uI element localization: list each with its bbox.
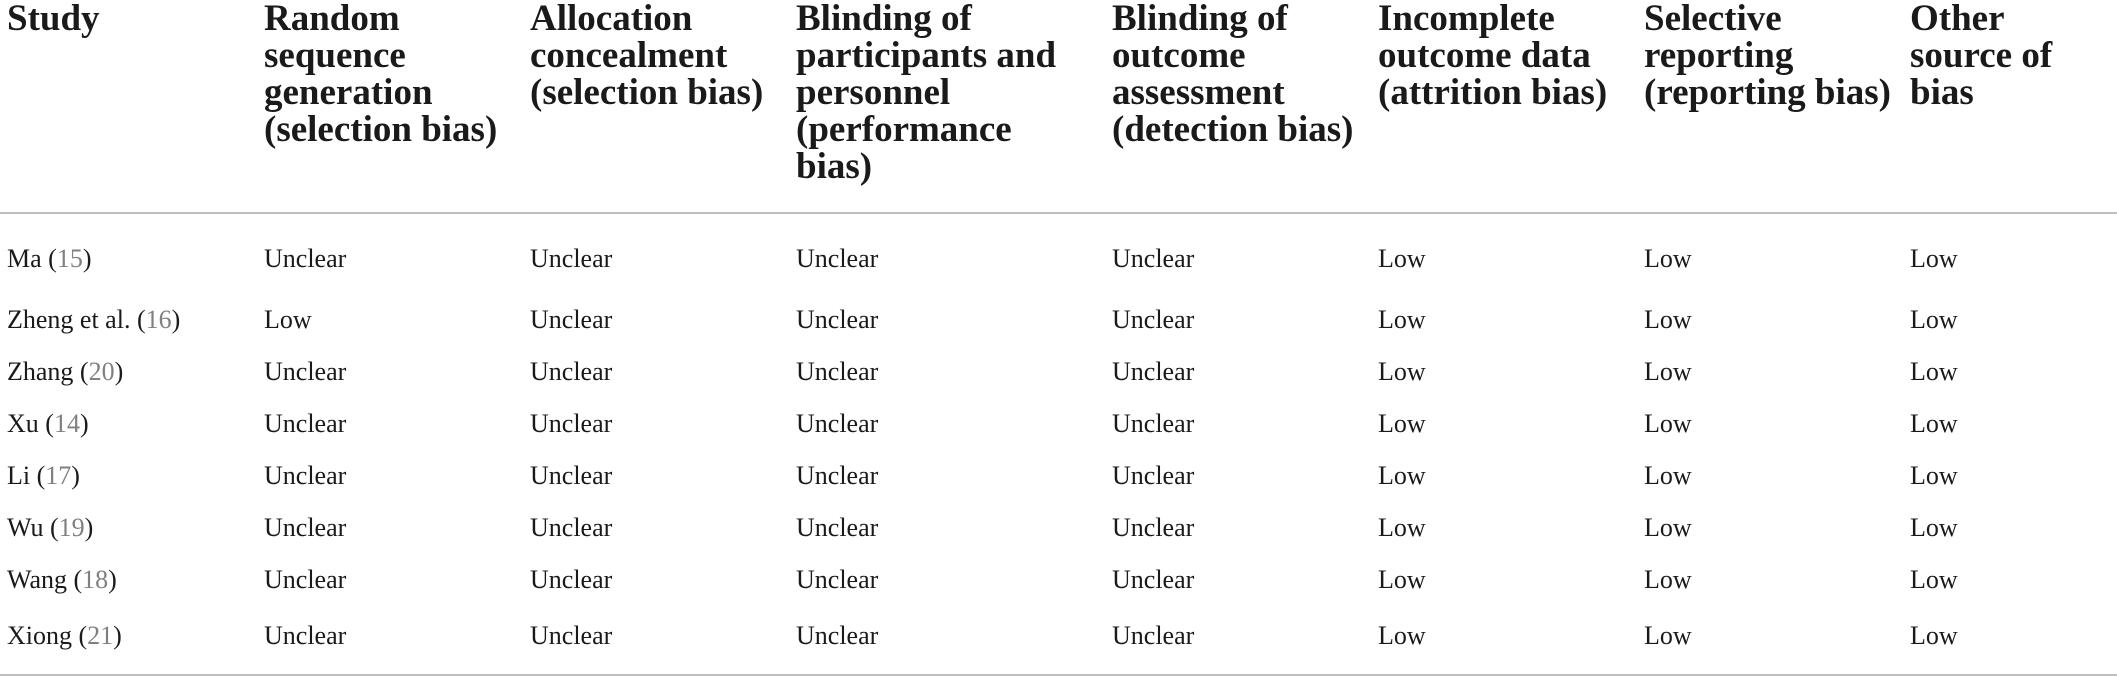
citation-link[interactable]: 21: [87, 621, 114, 650]
risk-rating-cell: Unclear: [264, 461, 347, 490]
risk-rating-cell: Low: [1644, 565, 1692, 594]
risk-rating-cell: Unclear: [1112, 305, 1195, 334]
risk-rating-cell: Unclear: [530, 305, 613, 334]
citation-link[interactable]: 19: [58, 513, 85, 542]
risk-rating-cell: Unclear: [789, 606, 1105, 676]
column-header: Blinding of outcome assessment (detectio…: [1105, 0, 1371, 214]
risk-rating-cell: Unclear: [796, 357, 879, 386]
table-row: Zhang (20) Unclear Unclear Unclear Unclear Lo…: [0, 346, 2117, 398]
risk-rating-cell: Low: [1378, 244, 1426, 273]
risk-rating-cell: Low: [1910, 513, 1958, 542]
risk-rating-cell: Unclear: [530, 244, 613, 273]
risk-rating-cell: Low: [1910, 409, 1958, 438]
column-header: Allocation concealment (selection bias): [523, 0, 789, 214]
risk-rating-cell: Unclear: [523, 606, 789, 676]
study-name: Xiong: [7, 621, 72, 650]
study-name: Ma: [7, 244, 42, 273]
risk-rating-cell: Low: [1378, 513, 1426, 542]
column-header: Incomplete outcome data (attrition bias): [1371, 0, 1637, 214]
risk-rating-cell: Unclear: [796, 513, 879, 542]
risk-rating-cell: Unclear: [264, 244, 347, 273]
risk-rating-cell: Low: [1637, 606, 1903, 676]
study-cell: Xiong (21): [0, 606, 257, 676]
risk-rating-cell: Unclear: [796, 244, 879, 273]
risk-rating-cell: Low: [1378, 305, 1426, 334]
risk-rating-cell: Unclear: [530, 565, 613, 594]
risk-rating-cell: Unclear: [796, 409, 879, 438]
risk-rating-cell: Low: [1378, 565, 1426, 594]
risk-rating-cell: Low: [1371, 606, 1637, 676]
table-row: Li (17) Unclear Unclear Unclear Unclear Low Lo…: [0, 450, 2117, 502]
risk-rating-cell: Low: [1644, 409, 1692, 438]
table-row: Ma (15) Unclear Unclear Unclear Unclear Low Lo…: [0, 213, 2117, 294]
risk-rating-cell: Low: [264, 305, 312, 334]
risk-rating-cell: Low: [1378, 461, 1426, 490]
column-header: Selective reporting (reporting bias): [1637, 0, 1903, 214]
risk-rating-cell: Low: [1644, 244, 1692, 273]
risk-rating-cell: Low: [1644, 461, 1692, 490]
risk-rating-cell: Unclear: [530, 357, 613, 386]
risk-rating-cell: Unclear: [1112, 513, 1195, 542]
risk-rating-cell: Low: [1644, 513, 1692, 542]
risk-rating-cell: Low: [1903, 606, 2117, 676]
risk-rating-cell: Unclear: [530, 461, 613, 490]
risk-rating-cell: Low: [1910, 357, 1958, 386]
column-header: Other source of bias: [1903, 0, 2117, 214]
risk-rating-cell: Unclear: [1112, 409, 1195, 438]
risk-rating-cell: Low: [1910, 305, 1958, 334]
study-cell: Wu (19): [7, 513, 94, 542]
citation-link[interactable]: 16: [145, 305, 172, 334]
risk-rating-cell: Unclear: [264, 513, 347, 542]
citation-link[interactable]: 20: [88, 357, 115, 386]
risk-rating-cell: Low: [1910, 244, 1958, 273]
risk-rating-cell: Unclear: [796, 461, 879, 490]
table-row: Wang (18) Unclear Unclear Unclear Unclear Low…: [0, 554, 2117, 606]
citation-link[interactable]: 15: [56, 244, 83, 273]
column-header: Blinding of participants and personnel (…: [789, 0, 1105, 214]
column-header: Random sequence generation (selection bi…: [257, 0, 523, 214]
risk-rating-cell: Unclear: [530, 513, 613, 542]
study-name: Zhang: [7, 357, 74, 386]
risk-rating-cell: Unclear: [1105, 606, 1371, 676]
risk-rating-cell: Unclear: [1112, 565, 1195, 594]
risk-rating-cell: Low: [1910, 565, 1958, 594]
study-name: Wu: [7, 513, 44, 542]
risk-rating-cell: Unclear: [1112, 357, 1195, 386]
citation-link[interactable]: 14: [53, 409, 80, 438]
study-name: Zheng et al.: [7, 305, 131, 334]
risk-rating-cell: Low: [1910, 461, 1958, 490]
study-cell: Li (17): [7, 461, 80, 490]
study-cell: Zhang (20): [7, 357, 124, 386]
study-cell: Zheng et al. (16): [7, 305, 181, 334]
risk-rating-cell: Low: [1644, 357, 1692, 386]
risk-rating-cell: Low: [1378, 409, 1426, 438]
table-row: Wu (19) Unclear Unclear Unclear Unclear Low Lo…: [0, 502, 2117, 554]
risk-rating-cell: Unclear: [1112, 461, 1195, 490]
header-row: Study Random sequence generation (select…: [0, 0, 2117, 214]
risk-rating-cell: Unclear: [530, 409, 613, 438]
table-row: Xu (14) Unclear Unclear Unclear Unclear Low Lo…: [0, 398, 2117, 450]
citation-link[interactable]: 17: [45, 461, 72, 490]
risk-rating-cell: Low: [1378, 357, 1426, 386]
study-name: Wang: [7, 565, 67, 594]
citation-link[interactable]: 18: [82, 565, 109, 594]
risk-rating-cell: Unclear: [796, 305, 879, 334]
risk-rating-cell: Unclear: [1112, 244, 1195, 273]
column-header: Study: [0, 0, 257, 214]
study-cell: Wang (18): [7, 565, 117, 594]
risk-rating-cell: Unclear: [264, 409, 347, 438]
study-name: Li: [7, 461, 31, 490]
risk-rating-cell: Unclear: [264, 357, 347, 386]
risk-rating-cell: Unclear: [257, 606, 523, 676]
risk-rating-cell: Low: [1644, 305, 1692, 334]
study-cell: Xu (14): [7, 409, 89, 438]
risk-rating-cell: Unclear: [264, 565, 347, 594]
risk-rating-cell: Unclear: [796, 565, 879, 594]
study-cell: Ma (15): [7, 244, 92, 273]
study-name: Xu: [7, 409, 39, 438]
table-row: Zheng et al. (16) Low Unclear Unclear Unclea…: [0, 294, 2117, 346]
